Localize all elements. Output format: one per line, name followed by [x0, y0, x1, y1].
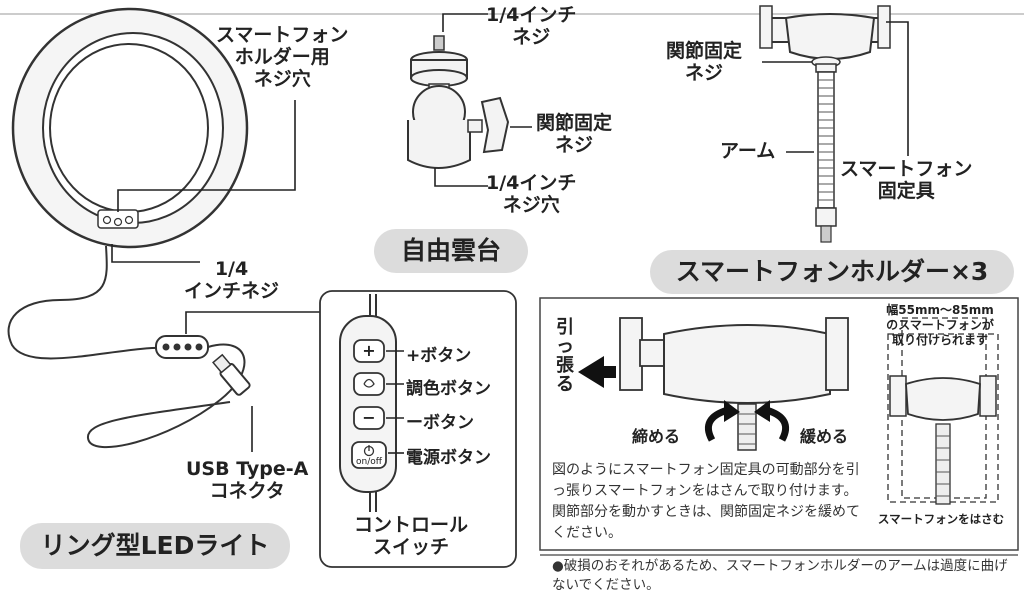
clamp-caption: スマートフォンをはさむ — [877, 512, 1005, 526]
gooseneck-pattern — [818, 79, 834, 201]
controller-title: コントロール スイッチ — [354, 514, 469, 558]
plus-button-symbol: + — [362, 341, 376, 360]
phone-holder-title: スマートフォンホルダー×3 — [650, 250, 1014, 294]
instruction-body: 図のようにスマートフォン固定具の可動部分を引っ張りスマートフォンをはさんで取り付… — [552, 462, 860, 541]
power-button-label: 電源ボタン — [406, 448, 491, 468]
ball-head-top-screw-label: 1/4インチ ネジ — [486, 4, 577, 48]
plus-button-label: +ボタン — [406, 346, 472, 366]
controller-panel — [319, 290, 517, 568]
color-button-label: 調色ボタン — [406, 379, 491, 399]
width-note: 幅55mm〜85mm のスマートフォンが 取り付けられます — [886, 303, 994, 347]
loosen-label: 緩める — [800, 427, 849, 446]
ring-quarter-inch-screw-label: 1/4 インチネジ — [184, 258, 280, 302]
minus-button-symbol: − — [362, 408, 376, 427]
minus-button-label: ーボタン — [406, 413, 474, 433]
power-button-sub-label: on/off — [356, 457, 382, 467]
holder-lock-screw-label: 関節固定 ネジ — [666, 40, 743, 84]
phone-holder-illustration — [759, 5, 891, 243]
ring-light-illustration — [7, 7, 251, 449]
instruction-panel — [539, 297, 1019, 556]
ball-head-illustration — [407, 35, 510, 169]
usb-connector-label: USB Type-A コネクタ — [186, 458, 309, 502]
ball-head-title: 自由雲台 — [374, 229, 528, 273]
ball-head-bottom-hole-label: 1/4インチ ネジ穴 — [486, 172, 577, 216]
ring-light-title: リング型LEDライト — [20, 523, 290, 569]
phone-clamp-label: スマートフォン 固定具 — [840, 158, 973, 202]
arm-label: アーム — [720, 140, 776, 162]
holder-screw-hole-label: スマートフォン ホルダー用 ネジ穴 — [216, 24, 349, 90]
ball-head-lock-screw-label: 関節固定 ネジ — [536, 112, 613, 156]
pull-label: 引 っ 張 る — [556, 317, 574, 395]
warning-note: ●破損のおそれがあるため、スマートフォンホルダーのアームは過度に曲げないでくださ… — [552, 558, 1008, 593]
tighten-label: 締める — [632, 427, 681, 446]
